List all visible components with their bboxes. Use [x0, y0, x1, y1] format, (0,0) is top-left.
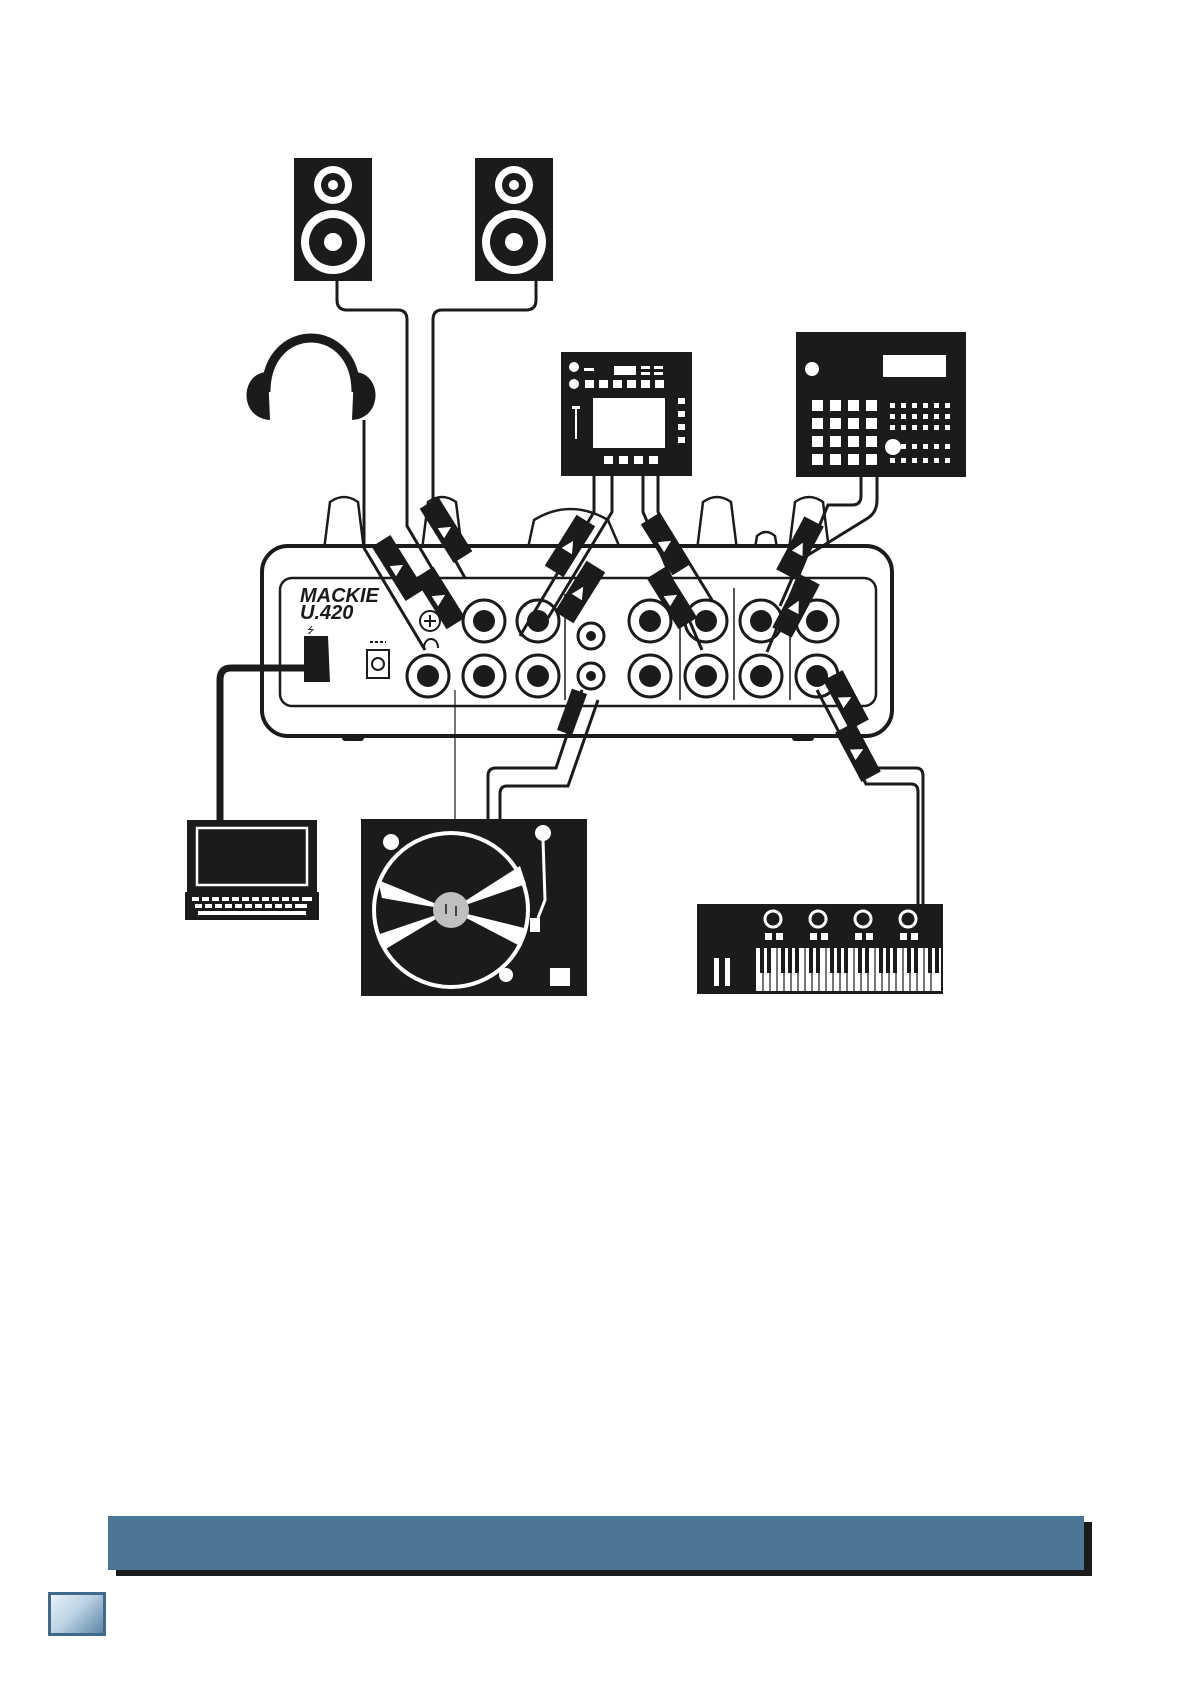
keyboard-synth	[697, 904, 943, 994]
turntable	[361, 819, 587, 996]
laptop	[185, 820, 319, 920]
drum-machine	[796, 332, 966, 477]
footer-bar	[108, 1516, 1084, 1570]
speaker-left	[294, 158, 372, 281]
speaker-right	[475, 158, 553, 281]
headphones	[247, 338, 376, 420]
svg-text:⭍: ⭍	[307, 625, 315, 635]
page-tab	[48, 1592, 106, 1636]
mixer-model: U.420	[300, 602, 353, 624]
effects-processor	[561, 352, 692, 476]
